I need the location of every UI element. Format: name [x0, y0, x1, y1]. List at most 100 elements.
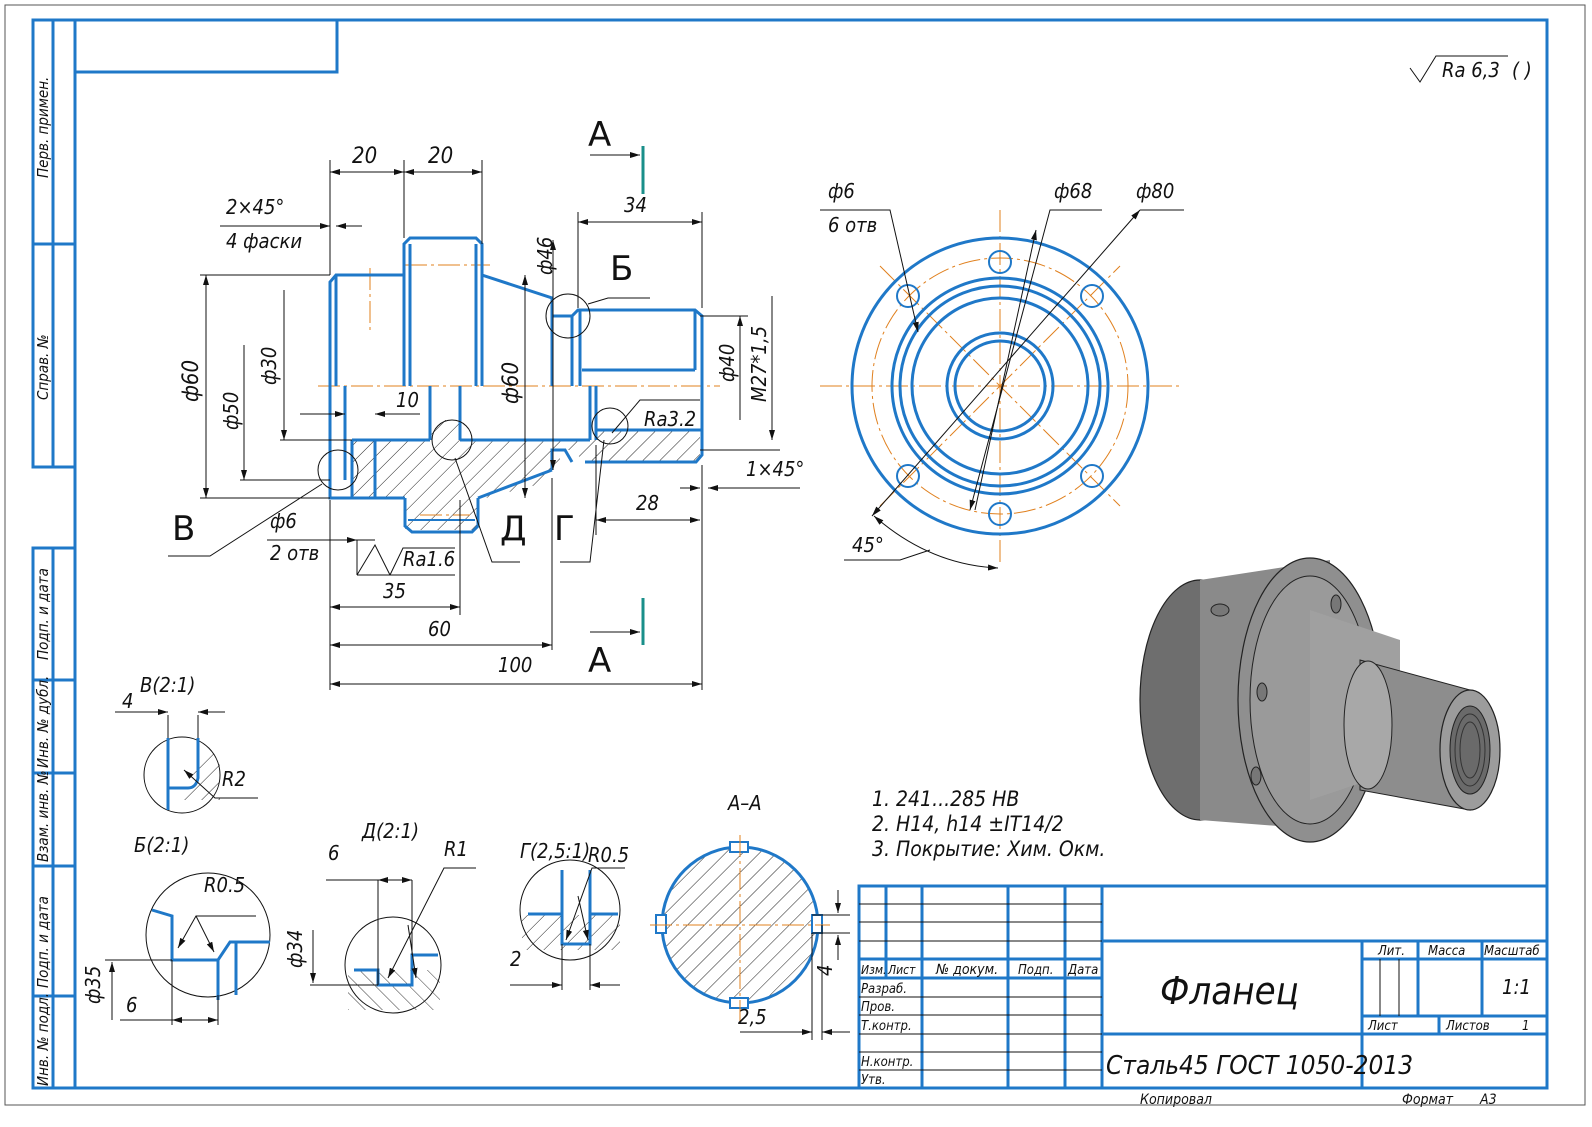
part-name: Фланец — [1160, 969, 1299, 1013]
dim-10: 10 — [396, 388, 419, 412]
tb-sheets-value: 1 — [1522, 1019, 1529, 1034]
end-dim-phi6: ф6 — [828, 179, 855, 203]
tb-format-label: Формат — [1402, 1092, 1454, 1108]
stamp-sprav-no: Справ. № — [34, 334, 52, 400]
detail-v: 4 В(2:1) R2 — [115, 673, 258, 814]
detail-v-title: В(2:1) — [140, 673, 195, 697]
stamp-inv-podl: Инв. № подл. — [34, 993, 52, 1086]
detail-b-phi: ф35 — [81, 966, 105, 1004]
dim-phi60-left: ф60 — [179, 360, 204, 402]
tb-doc: № докум. — [935, 962, 998, 978]
roughness-ra32: Ra3.2 — [644, 407, 696, 431]
end-dim-45deg: 45° — [852, 533, 884, 557]
dim-chamfer-4: 4 фаски — [226, 229, 302, 253]
tb-massa: Масса — [1428, 944, 1465, 959]
dim-phi46: ф46 — [533, 237, 557, 275]
dim-phi50: ф50 — [219, 392, 243, 430]
note-1: 1. 241...285 HB — [872, 787, 1019, 811]
title-block-text: Изм. Лист № докум. Подп. Дата Разраб. Пр… — [861, 944, 1540, 1108]
dim-phi30: ф30 — [257, 347, 281, 385]
section-mark-a-bottom: А — [588, 641, 611, 681]
end-dim-phi68: ф68 — [1054, 179, 1092, 203]
page-edge — [4, 4, 1586, 1106]
callout-g: Г — [554, 509, 575, 549]
dim-hole-phi6: ф6 — [270, 509, 297, 533]
detail-g: Г(2,5:1) R0.5 2 — [510, 839, 629, 990]
roughness-symbol: Ra 6,3 ( ) — [1409, 55, 1532, 83]
section-mark-a-top: А — [588, 115, 611, 155]
detail-v-radius: R2 — [222, 767, 246, 791]
side-stamps: Перв. примен. Справ. № Подп. и дата Инв.… — [34, 77, 52, 1086]
end-view-labels: ф6 6 отв ф68 ф80 45° — [828, 179, 1174, 557]
tb-role-tkontr: Т.контр. — [861, 1019, 912, 1034]
stamp-perv-primen: Перв. примен. — [34, 77, 52, 178]
detail-b: Б(2:1) R0.5 ф35 6 — [81, 833, 271, 1025]
detail-b-dim: 6 — [126, 993, 137, 1017]
tb-role-nkontr: Н.контр. — [861, 1055, 913, 1070]
tb-format-value: A3 — [1479, 1092, 1497, 1108]
dim-28: 28 — [636, 491, 659, 515]
detail-d-phi: ф34 — [283, 930, 307, 968]
tb-role-prov: Пров. — [861, 1000, 895, 1015]
dim-chamfer-1x45: 1×45° — [746, 457, 804, 481]
dim-100: 100 — [498, 653, 532, 677]
dim-phi40: ф40 — [715, 344, 739, 382]
tb-sheet: Лист — [1367, 1019, 1399, 1034]
tb-sheets: Листов — [1445, 1019, 1490, 1034]
sheet-frame — [31, 18, 1549, 1090]
section-aa-dim-25: 2,5 — [738, 1005, 767, 1029]
roughness-value: Ra 6,3 — [1442, 58, 1500, 82]
main-view — [168, 146, 800, 690]
dim-34: 34 — [624, 193, 647, 217]
detail-d: 6 Д(2:1) R1 ф34 — [283, 819, 476, 1014]
detail-d-title: Д(2:1) — [361, 819, 419, 843]
main-view-labels: 20 20 2×45° 4 фаски 34 ф46 ф60 ф50 ф30 1… — [172, 115, 804, 681]
tb-izm: Изм. — [861, 963, 886, 977]
tb-role-razrab: Разраб. — [861, 982, 907, 997]
dim-20-b: 20 — [428, 144, 453, 169]
note-3: 3. Покрытие: Хим. Окм. — [872, 837, 1105, 861]
dim-hole-count: 2 отв — [270, 541, 319, 565]
tb-copied: Копировал — [1140, 1092, 1212, 1108]
detail-g-radius: R0.5 — [588, 843, 629, 867]
note-2: 2. H14, h14 ±IT14/2 — [872, 812, 1064, 836]
tb-lit: Лит. — [1377, 944, 1405, 959]
detail-g-title: Г(2,5:1) — [520, 839, 590, 863]
tb-scale-value: 1:1 — [1502, 975, 1531, 999]
stamp-podp-data-2: Подп. и дата — [34, 896, 52, 988]
dim-20-a: 20 — [352, 144, 377, 169]
roughness-suffix: ( ) — [1512, 58, 1532, 82]
tb-masshtab: Масштаб — [1484, 944, 1540, 959]
callout-v: В — [172, 509, 195, 549]
section-aa-title: А–А — [727, 791, 762, 815]
dim-phi60-mid: ф60 — [499, 362, 524, 404]
stamp-podp-data-1: Подп. и дата — [34, 568, 52, 660]
end-view — [820, 209, 1184, 571]
detail-d-radius: R1 — [444, 837, 468, 861]
dim-thread: M27*1,5 — [747, 326, 771, 402]
end-dim-phi80: ф80 — [1136, 179, 1174, 203]
end-dim-6-holes: 6 отв — [828, 213, 877, 237]
technical-notes: 1. 241...285 HB 2. H14, h14 ±IT14/2 3. П… — [872, 787, 1105, 861]
dim-60: 60 — [428, 617, 451, 641]
tb-role-utv: Утв. — [861, 1073, 886, 1088]
stamp-vzam-inv: Взам. инв. № — [34, 770, 52, 862]
detail-b-radius: R0.5 — [204, 873, 245, 897]
detail-g-dim: 2 — [510, 947, 521, 971]
detail-b-title: Б(2:1) — [134, 833, 189, 857]
material: Сталь45 ГОСТ 1050-2013 — [1106, 1051, 1413, 1081]
detail-d-dim: 6 — [328, 841, 339, 865]
dim-35: 35 — [383, 579, 406, 603]
dim-chamfer-2x45: 2×45° — [226, 195, 284, 219]
section-aa-dim-4: 4 — [813, 965, 837, 976]
callout-b: Б — [610, 249, 633, 289]
iso-3d-view — [1139, 557, 1501, 843]
tb-podp: Подп. — [1018, 963, 1053, 978]
roughness-ra16: Ra1.6 — [403, 547, 455, 571]
stamp-inv-dubl: Инв. № дубл. — [34, 676, 52, 768]
section-aa: А–А 2,5 4 — [650, 791, 850, 1040]
tb-data: Дата — [1067, 963, 1098, 978]
callout-d: Д — [500, 509, 527, 549]
detail-v-dim: 4 — [122, 689, 133, 713]
